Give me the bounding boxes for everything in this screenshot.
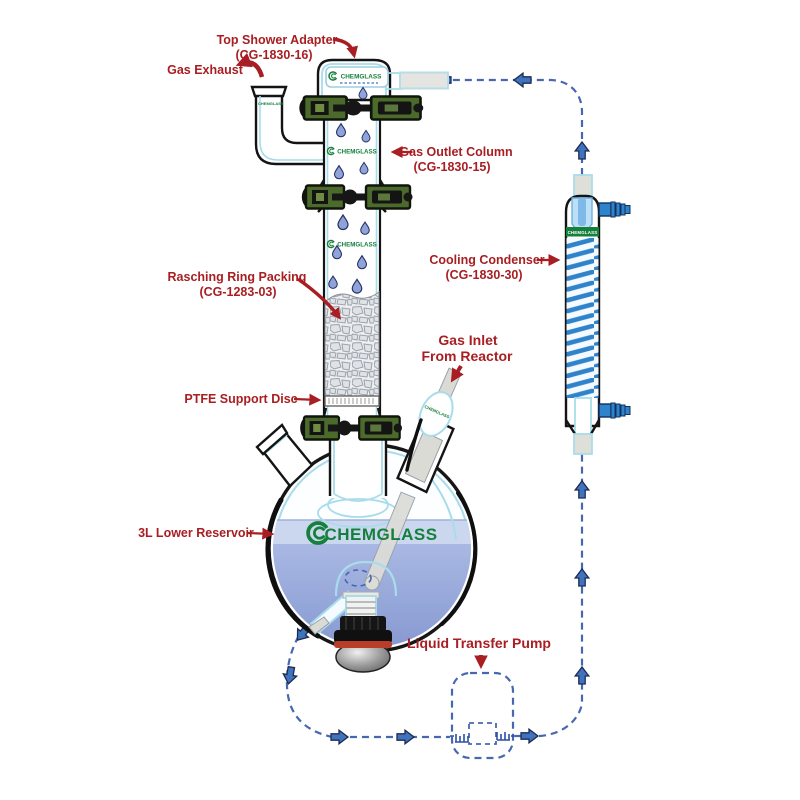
svg-text:Gas Outlet Column: Gas Outlet Column [399, 145, 512, 159]
valve-seat-dashed [344, 569, 372, 587]
svg-text:Cooling Condenser: Cooling Condenser [429, 253, 544, 267]
brand-mark-exhaust: CHEMGLASS [258, 101, 284, 106]
callout-labels: Top Shower Adapter (CG-1830-16) Gas Exha… [138, 33, 561, 670]
valve-red-ring [334, 641, 392, 648]
gas-outlet-column: CHEMGLASS CHEMGLASS CHEMGLASS [316, 58, 449, 425]
valve-knob-upper [340, 616, 386, 632]
flow-tube-top [451, 78, 584, 175]
reservoir-brand-logo: CHEMGLASS [306, 521, 437, 545]
hose-barb-bottom [598, 402, 631, 419]
gas-exhaust-tube: CHEMGLASS [250, 85, 328, 166]
svg-text:Gas Exhaust: Gas Exhaust [167, 63, 244, 77]
svg-text:Gas Inlet: Gas Inlet [438, 332, 497, 348]
cooling-condenser: CHEMGLASS [564, 174, 631, 455]
condenser-top-stopper [573, 174, 593, 198]
pump-port-right [496, 732, 515, 741]
brand-band [566, 227, 599, 237]
brand-plate: CHEMGLASS [325, 66, 389, 88]
inlet-bulb [418, 391, 454, 437]
label-liquid-transfer-pump: Liquid Transfer Pump [407, 635, 551, 670]
svg-text:Top Shower Adapter: Top Shower Adapter [217, 33, 338, 47]
svg-text:From Reactor: From Reactor [421, 348, 513, 364]
brand-mark-reservoir: CHEMGLASS [324, 525, 437, 544]
condenser-bottom-stopper [573, 433, 593, 455]
label-lower-reservoir: 3L Lower Reservoir [138, 526, 275, 540]
svg-text:Liquid Transfer Pump: Liquid Transfer Pump [407, 635, 551, 651]
label-cooling-condenser: Cooling Condenser (CG-1830-30) [429, 253, 561, 282]
flow-tube-left [285, 625, 450, 739]
brand-mark-column-lower: CHEMGLASS [337, 242, 377, 249]
return-inlet-stub [399, 71, 449, 90]
svg-text:Rasching Ring Packing: Rasching Ring Packing [168, 270, 307, 284]
dip-tube [364, 491, 416, 591]
inlet-ground-joint [404, 430, 444, 484]
brand-mark-adapter: CHEMGLASS [341, 74, 383, 81]
label-gas-inlet: Gas Inlet From Reactor [421, 332, 513, 383]
svg-text:PTFE Support Disc: PTFE Support Disc [184, 392, 297, 406]
pump-head-outline [468, 722, 497, 745]
label-ptfe-support-disc: PTFE Support Disc [184, 392, 322, 406]
svg-text:(CG-1830-15): (CG-1830-15) [413, 160, 490, 174]
svg-text:(CG-1830-30): (CG-1830-30) [445, 268, 522, 282]
flow-tube-right [515, 454, 584, 738]
label-top-shower-adapter: Top Shower Adapter (CG-1830-16) [217, 33, 358, 62]
label-gas-outlet-column: Gas Outlet Column (CG-1830-15) [390, 145, 513, 174]
svg-text:3L Lower Reservoir: 3L Lower Reservoir [138, 526, 254, 540]
brand-mark-condenser: CHEMGLASS [568, 230, 598, 235]
drain-arm-tip [308, 616, 330, 635]
liquid-transfer-pump [450, 671, 515, 760]
brand-mark-column-upper: CHEMGLASS [337, 149, 377, 156]
pump-outline [450, 671, 515, 760]
pump-port-left [450, 734, 469, 743]
gas-inlet-adapter: CHEMGLASS [396, 367, 462, 494]
bottom-outlet-dome [334, 560, 398, 597]
condenser-coil [566, 238, 599, 398]
top-shower-adapter: CHEMGLASS [316, 58, 449, 102]
flow-loop [281, 72, 590, 745]
label-gas-exhaust: Gas Exhaust [167, 52, 265, 78]
svg-text:(CG-1830-16): (CG-1830-16) [235, 48, 312, 62]
bottom-drain-valve [308, 590, 392, 673]
ptfe-support-disc [324, 395, 380, 407]
left-neck [255, 423, 314, 488]
label-rasching-ring-packing: Rasching Ring Packing (CG-1283-03) [168, 270, 342, 320]
hose-barb-top [598, 201, 631, 218]
valve-knob-ring [334, 630, 392, 644]
svg-text:(CG-1283-03): (CG-1283-03) [199, 285, 276, 299]
